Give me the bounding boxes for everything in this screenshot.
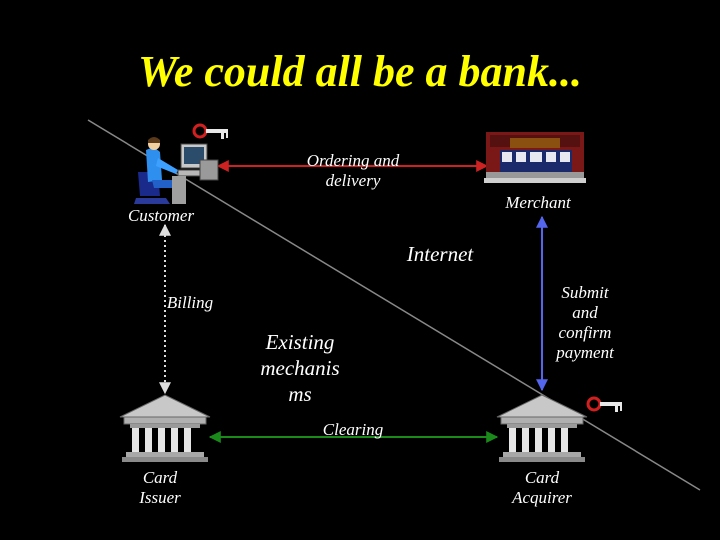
card-acquirer-label: Card Acquirer — [497, 468, 587, 508]
submit-label-line-3: confirm — [558, 323, 612, 342]
customer-computer-icon — [134, 137, 219, 204]
customer-key-icon — [192, 123, 230, 141]
customer-label: Customer — [127, 206, 195, 225]
existing-label-line-2: mechanis — [260, 356, 340, 380]
existing-label-line-3: ms — [288, 382, 312, 406]
acquirer-label-line-2: Acquirer — [512, 488, 572, 507]
card-issuer-bank-icon — [119, 394, 211, 463]
ordering-label-line-1: Ordering and — [306, 151, 400, 170]
ordering-label-line-2: delivery — [325, 171, 381, 190]
slide-title: We could all be a bank... — [137, 47, 583, 96]
existing-mechanisms-label: Existing mechanis ms — [245, 329, 355, 407]
acquirer-label-line-1: Card — [524, 468, 560, 487]
acquirer-key-icon — [586, 396, 624, 414]
internet-diagonal-line — [87, 119, 701, 491]
merchant-store-icon — [484, 132, 586, 183]
ordering-delivery-label: Ordering and delivery — [288, 151, 418, 191]
submit-payment-label: Submit and confirm payment — [540, 283, 630, 363]
existing-label-line-1: Existing — [265, 330, 335, 354]
submit-label-line-4: payment — [556, 343, 614, 362]
internet-label: Internet — [406, 242, 474, 266]
issuer-label-line-2: Issuer — [139, 488, 181, 507]
merchant-label: Merchant — [505, 193, 571, 212]
submit-label-line-1: Submit — [561, 283, 609, 302]
submit-label-line-2: and — [572, 303, 598, 322]
card-acquirer-bank-icon — [496, 394, 588, 463]
clearing-label: Clearing — [322, 420, 384, 439]
card-issuer-label: Card Issuer — [120, 468, 200, 508]
billing-label: Billing — [166, 293, 214, 312]
issuer-label-line-1: Card — [142, 468, 178, 487]
